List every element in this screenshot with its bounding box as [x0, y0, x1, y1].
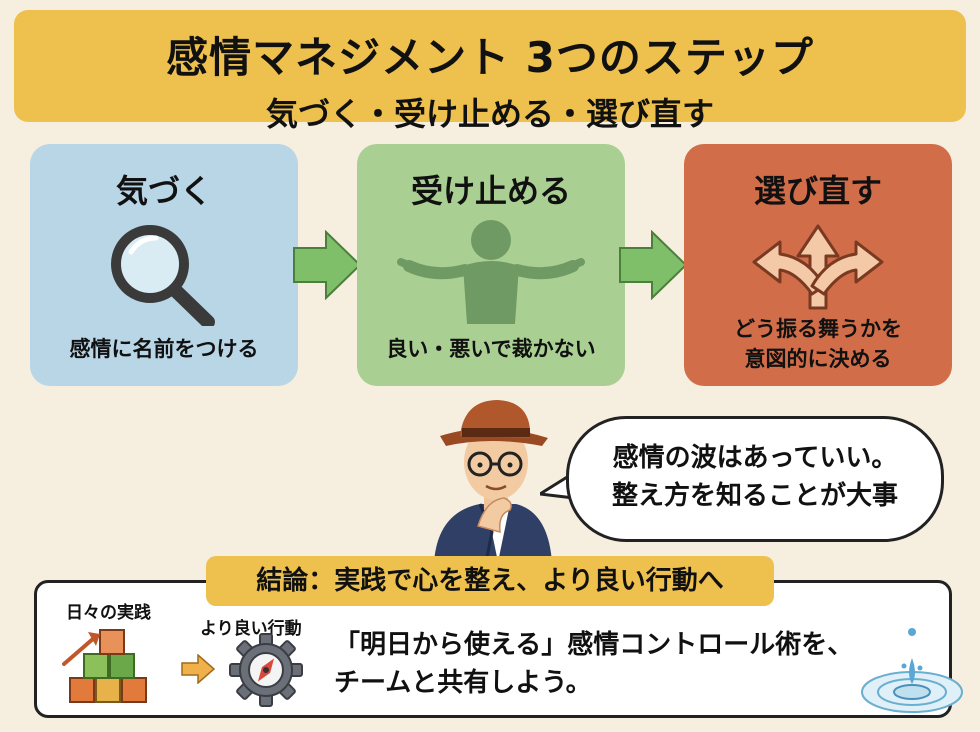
- water-drop-ripple-icon: [858, 622, 966, 722]
- closing-message-line1: 「明日から使える」感情コントロール術を、: [334, 630, 854, 660]
- step-title: 受け止める: [410, 172, 571, 210]
- step-card-accept: 受け止める 良い・悪いで裁かない: [357, 144, 625, 386]
- speech-line2: 整え方を知ることが大事: [611, 481, 898, 511]
- step-title: 気づく: [115, 172, 212, 210]
- conclusion-banner: 結論：実践で心を整え、より良い行動へ: [206, 556, 774, 606]
- thinking-man-illustration: [420, 392, 560, 566]
- gear-compass-icon: [226, 628, 306, 712]
- arrow-right-icon: [292, 229, 362, 304]
- closing-message-line2: チームと共有しよう。: [334, 668, 592, 698]
- person-shrug-icon: [357, 216, 625, 324]
- step-desc: どう振る舞うかを 意図的に決める: [684, 314, 952, 374]
- step-desc: 感情に名前をつける: [69, 337, 259, 361]
- branch-arrows-icon: [684, 216, 952, 316]
- step-card-notice: 気づく 感情に名前をつける: [30, 144, 298, 386]
- step-card-rechoose: 選び直す どう振る舞うかを 意図的に決める: [684, 144, 952, 386]
- stacked-blocks-icon: [60, 620, 170, 714]
- speech-line1: 感情の波はあっていい。: [612, 443, 898, 473]
- step-title: 選び直す: [753, 172, 882, 210]
- magnifier-icon: [30, 216, 298, 329]
- better-action-label: より良い行動: [200, 619, 302, 639]
- page-title: 感情マネジメント 3つのステップ: [166, 33, 814, 82]
- arrow-right-icon: [180, 653, 216, 688]
- step-desc-line1: どう振る舞うかを: [734, 317, 902, 341]
- step-desc-line2: 意図的に決める: [744, 347, 892, 371]
- daily-practice-label: 日々の実践: [66, 603, 151, 623]
- closing-message: 「明日から使える」感情コントロール術を、 チームと共有しよう。: [334, 626, 874, 702]
- arrow-right-icon: [618, 229, 688, 304]
- step-desc: 良い・悪いで裁かない: [386, 337, 596, 361]
- page-subtitle: 気づく・受け止める・選び直す: [265, 95, 714, 133]
- title-banner: 感情マネジメント 3つのステップ 気づく・受け止める・選び直す: [14, 10, 966, 133]
- speech-bubble: 感情の波はあっていい。 整え方を知ることが大事: [566, 416, 944, 542]
